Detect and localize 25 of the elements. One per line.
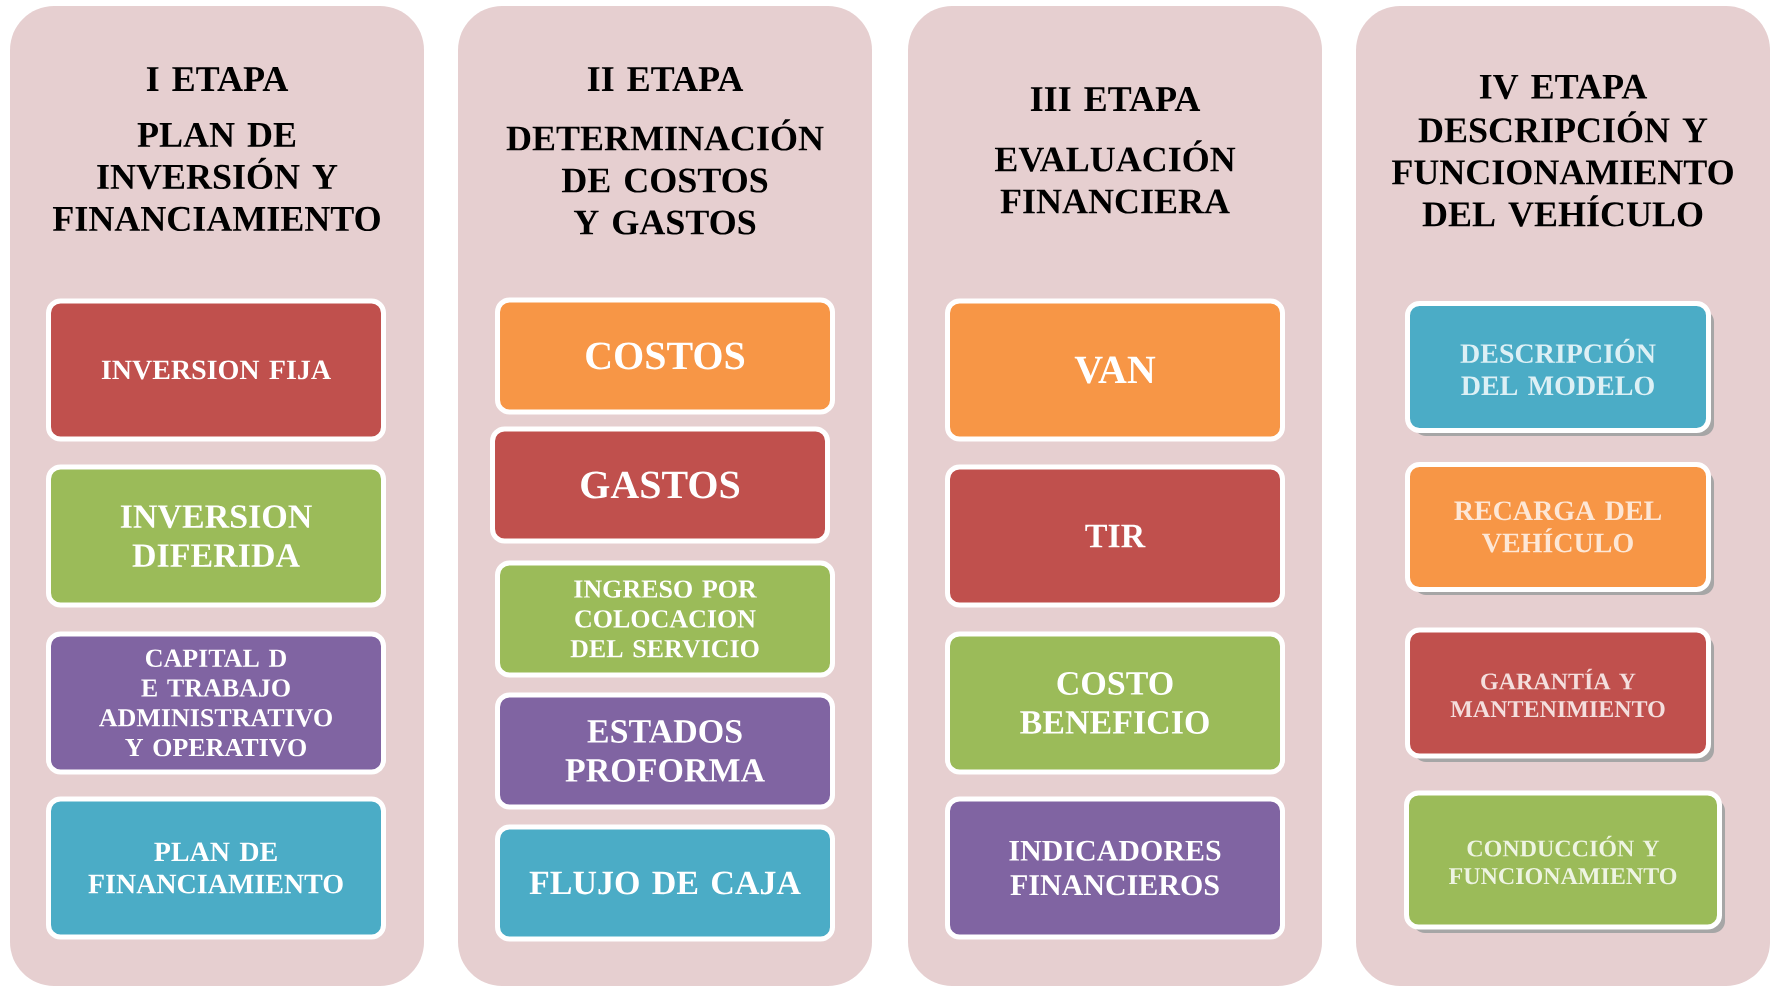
heading: III ETAPA: [1030, 87, 1201, 111]
heading: EVALUACIÓN FINANCIERA: [994, 140, 1236, 214]
stage-box: GARANTÍA Y MANTENIMIENTO: [1405, 627, 1714, 762]
stage-box: PLAN DE FINANCIAMIENTO: [46, 796, 386, 940]
stage-box: CAPITAL D E TRABAJO ADMINISTRATIVO Y OPERATIVO: [46, 631, 386, 775]
stage-box: INGRESO POR COLOCACION DEL SERVICIO: [495, 560, 835, 678]
heading: I ETAPA: [146, 67, 289, 91]
stage-box: RECARGA DEL VEHÍCULO: [1405, 462, 1714, 595]
heading: II ETAPA: [587, 67, 744, 91]
stage-box: COSTO BENEFICIO: [945, 631, 1285, 775]
stage-box: DESCRIPCIÓN DEL MODELO: [1405, 301, 1714, 436]
stage-box: COSTOS: [495, 297, 835, 415]
stage-box: INVERSION FIJA: [46, 298, 386, 442]
stage-box: ESTADOS PROFORMA: [495, 692, 835, 810]
stage-box: VAN: [945, 298, 1285, 442]
stage-box: GASTOS: [490, 426, 830, 544]
stage-box: CONDUCCIÓN Y FUNCIONAMIENTO: [1404, 790, 1725, 933]
heading: DETERMINACIÓN DE COSTOS Y GASTOS: [506, 119, 824, 235]
stage-box: TIR: [945, 464, 1285, 608]
heading: PLAN DE INVERSIÓN Y FINANCIAMIENTO: [52, 122, 380, 232]
heading: IV ETAPA: [1479, 74, 1648, 100]
stage-box: INDICADORES FINANCIEROS: [945, 796, 1285, 940]
stage-box: FLUJO DE CAJA: [495, 824, 835, 942]
heading: DESCRIPCIÓN Y FUNCIONAMIENTO DEL VEHÍCULO: [1391, 111, 1733, 227]
stage-box: INVERSION DIFERIDA: [46, 464, 386, 608]
